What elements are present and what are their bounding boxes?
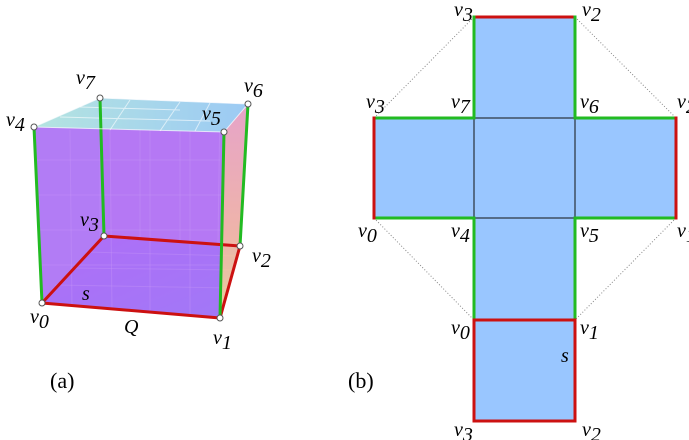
- caption-a: (a): [50, 368, 74, 393]
- label-v7: v7: [76, 67, 96, 94]
- label-v1: v1: [213, 327, 232, 354]
- net-label-row4-v1: v1: [580, 317, 599, 344]
- net-label-row3-v4: v4: [451, 220, 470, 247]
- net-label-row2-v7: v7: [451, 91, 471, 118]
- label-v4: v4: [6, 109, 25, 136]
- net-edges: [372, 15, 678, 423]
- caption-b: (b): [348, 368, 374, 393]
- label-v3: v3: [80, 209, 99, 236]
- net-square-left: [373, 117, 475, 219]
- edge-v1-v2: [218, 244, 242, 320]
- net-label-top-right: v2: [582, 0, 601, 26]
- net-square-center: [473, 117, 576, 219]
- net-square-top: [473, 16, 576, 119]
- net-label-top-left: v3: [454, 0, 473, 26]
- net-label-s: s: [561, 345, 569, 367]
- panel-a-cube: v0 v1 v2 v3 v4 v5 v6 v7 s Q (a): [6, 67, 271, 393]
- net-label-row2-v2: v2: [677, 91, 689, 118]
- vertex-dot-v0: [38, 299, 46, 307]
- cube-right-face: [220, 104, 248, 318]
- net-label-row4-v0: v0: [451, 317, 470, 344]
- label-v2: v2: [252, 245, 271, 272]
- net-square-lower: [473, 217, 576, 321]
- net-vertex-labels: v3 v2 v3 v7 v6 v2 v0 v4 v5 v1 v0 v1 v3 v…: [358, 0, 689, 440]
- net-label-bottom-v3: v3: [454, 419, 473, 440]
- cube-vertex-labels: v0 v1 v2 v3 v4 v5 v6 v7 s Q: [6, 67, 271, 354]
- net-squares: [373, 16, 677, 422]
- vertex-dot-v2: [236, 242, 244, 250]
- net-label-row3-v0: v0: [358, 220, 377, 247]
- label-v0: v0: [30, 306, 49, 333]
- label-v5: v5: [202, 103, 221, 130]
- edge-v2-v6: [238, 102, 250, 248]
- edge-v1-v5: [218, 130, 226, 320]
- edge-v3-v7: [98, 96, 106, 238]
- panel-b-net: v3 v2 v3 v7 v6 v2 v0 v4 v5 v1 v0 v1 v3 v…: [348, 0, 689, 440]
- edge-v3-v0: [40, 234, 106, 305]
- net-square-right: [574, 117, 677, 219]
- vertex-dot-v3: [100, 232, 108, 240]
- net-label-row2-v3: v3: [366, 91, 385, 118]
- top-face-grid: [59, 99, 211, 132]
- net-label-row2-v6: v6: [580, 91, 599, 118]
- edge-v0-v1: [40, 301, 222, 320]
- label-edge-s: s: [82, 283, 90, 305]
- cube-vertex-dots: [30, 94, 252, 322]
- net-label-row3-v1: v1: [677, 220, 689, 247]
- net-label-row3-v5: v5: [580, 220, 599, 247]
- net-label-bottom-v2: v2: [582, 419, 601, 440]
- label-v6: v6: [244, 75, 263, 102]
- edge-v2-v3: [102, 234, 242, 248]
- edge-v0-v4: [32, 125, 44, 305]
- cube-front-face: [34, 127, 224, 318]
- vertex-dot-v7: [96, 94, 104, 102]
- cube-top-face: [34, 98, 248, 132]
- cube-edges: [32, 96, 250, 320]
- vertex-dot-v6: [244, 100, 252, 108]
- vertex-dot-v5: [220, 128, 228, 136]
- net-square-bottom: [473, 319, 576, 422]
- label-face-Q: Q: [124, 316, 139, 338]
- vertex-dot-v1: [216, 314, 224, 322]
- vertex-dot-v4: [30, 123, 38, 131]
